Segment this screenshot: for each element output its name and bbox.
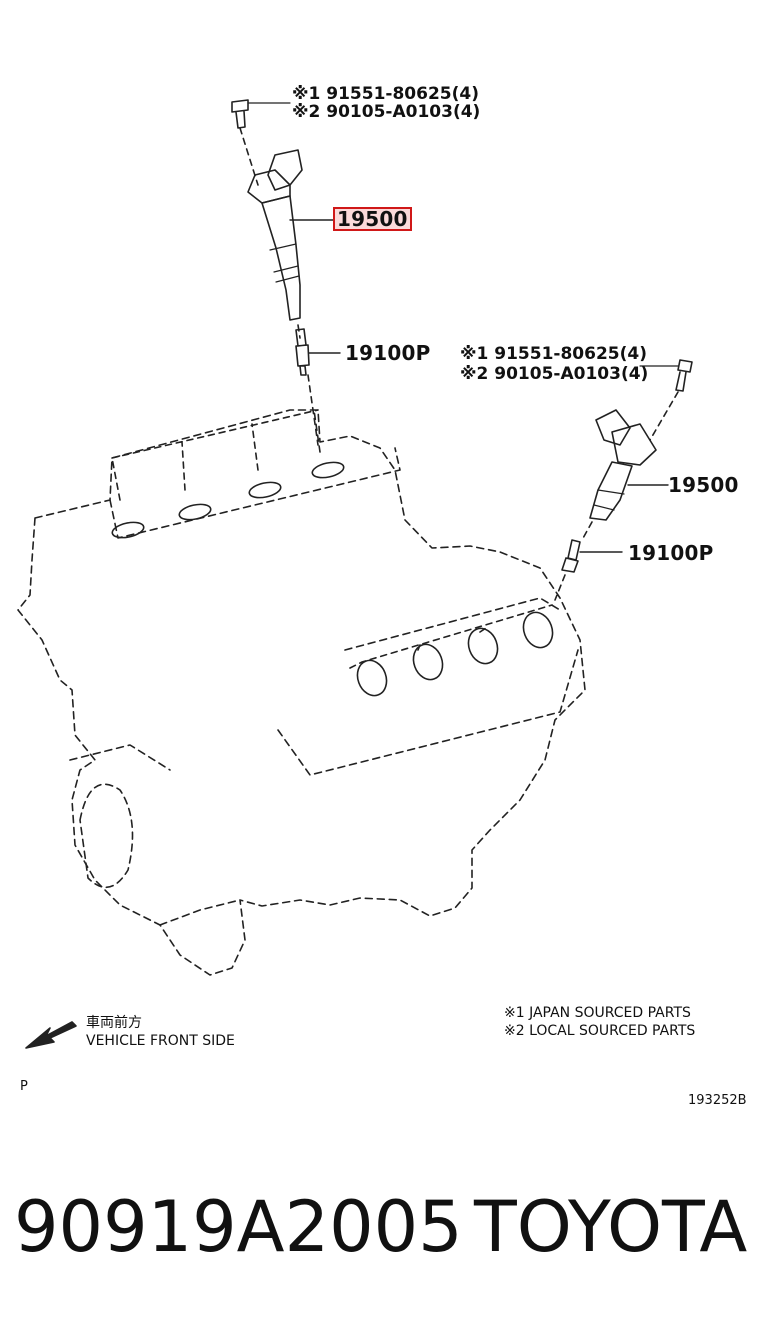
right-bank-outline bbox=[277, 649, 579, 776]
plug-hole bbox=[178, 503, 212, 521]
plug-hole bbox=[522, 611, 554, 649]
right-coil-part-label: 19500 bbox=[668, 473, 739, 497]
left-bank-leader bbox=[111, 409, 321, 501]
plug-hole bbox=[311, 461, 345, 479]
right-bolt-ref-1: ※1 91551-80625(4) bbox=[460, 344, 647, 364]
right-bank-leader bbox=[349, 604, 553, 669]
upper-bolt bbox=[231, 99, 249, 129]
right-spark-plug-label: 19100P bbox=[628, 541, 714, 565]
front-cover bbox=[69, 744, 241, 926]
direction-english: VEHICLE FRONT SIDE bbox=[86, 1033, 235, 1049]
right-bolt bbox=[675, 359, 693, 392]
right-spark-plug bbox=[561, 539, 581, 573]
right-coil-plug-leader bbox=[581, 521, 593, 541]
right-bolt-leader bbox=[649, 391, 679, 441]
upper-coil-head bbox=[247, 149, 303, 204]
upper-spark-plug-label: 19100P bbox=[345, 341, 431, 365]
right-bolt-ref-2: ※2 90105-A0103(4) bbox=[460, 364, 649, 384]
vehicle-front-arrow bbox=[25, 1021, 77, 1049]
diagram-code: 193252B bbox=[688, 1093, 747, 1108]
legend-note-1: ※1 JAPAN SOURCED PARTS bbox=[504, 1005, 691, 1021]
corner-mark: P bbox=[20, 1079, 28, 1094]
upper-coil-body bbox=[261, 195, 301, 321]
right-coil-body bbox=[589, 461, 633, 521]
upper-coil-part-label[interactable]: 19500 bbox=[333, 207, 412, 231]
upper-spark-plug bbox=[295, 328, 310, 376]
left-bank-outline bbox=[109, 447, 401, 539]
engine-ignition-diagram bbox=[17, 99, 693, 1049]
engine-block-outline bbox=[17, 409, 586, 976]
plug-hole bbox=[111, 521, 145, 539]
plug-hole bbox=[356, 659, 388, 697]
plug-hole bbox=[467, 627, 499, 665]
upper-bolt-leader bbox=[239, 127, 259, 186]
plug-hole bbox=[248, 481, 282, 499]
direction-japanese: 車両前方 bbox=[86, 1015, 142, 1031]
upper-bolt-ref-2: ※2 90105-A0103(4) bbox=[292, 102, 481, 122]
legend-note-2: ※2 LOCAL SOURCED PARTS bbox=[504, 1023, 696, 1039]
right-coil-head bbox=[595, 409, 657, 466]
right-bank-top bbox=[344, 597, 561, 651]
upper-coil-plug-leader bbox=[297, 324, 319, 446]
plug-hole bbox=[412, 643, 444, 681]
footer-part-number: 90919A2005 bbox=[14, 1186, 463, 1268]
right-plug-to-bank-leader bbox=[554, 574, 566, 601]
upper-bolt-ref-1: ※1 91551-80625(4) bbox=[292, 84, 479, 104]
crank-pulley bbox=[79, 783, 134, 888]
footer-brand: TOYOTA bbox=[474, 1186, 748, 1268]
